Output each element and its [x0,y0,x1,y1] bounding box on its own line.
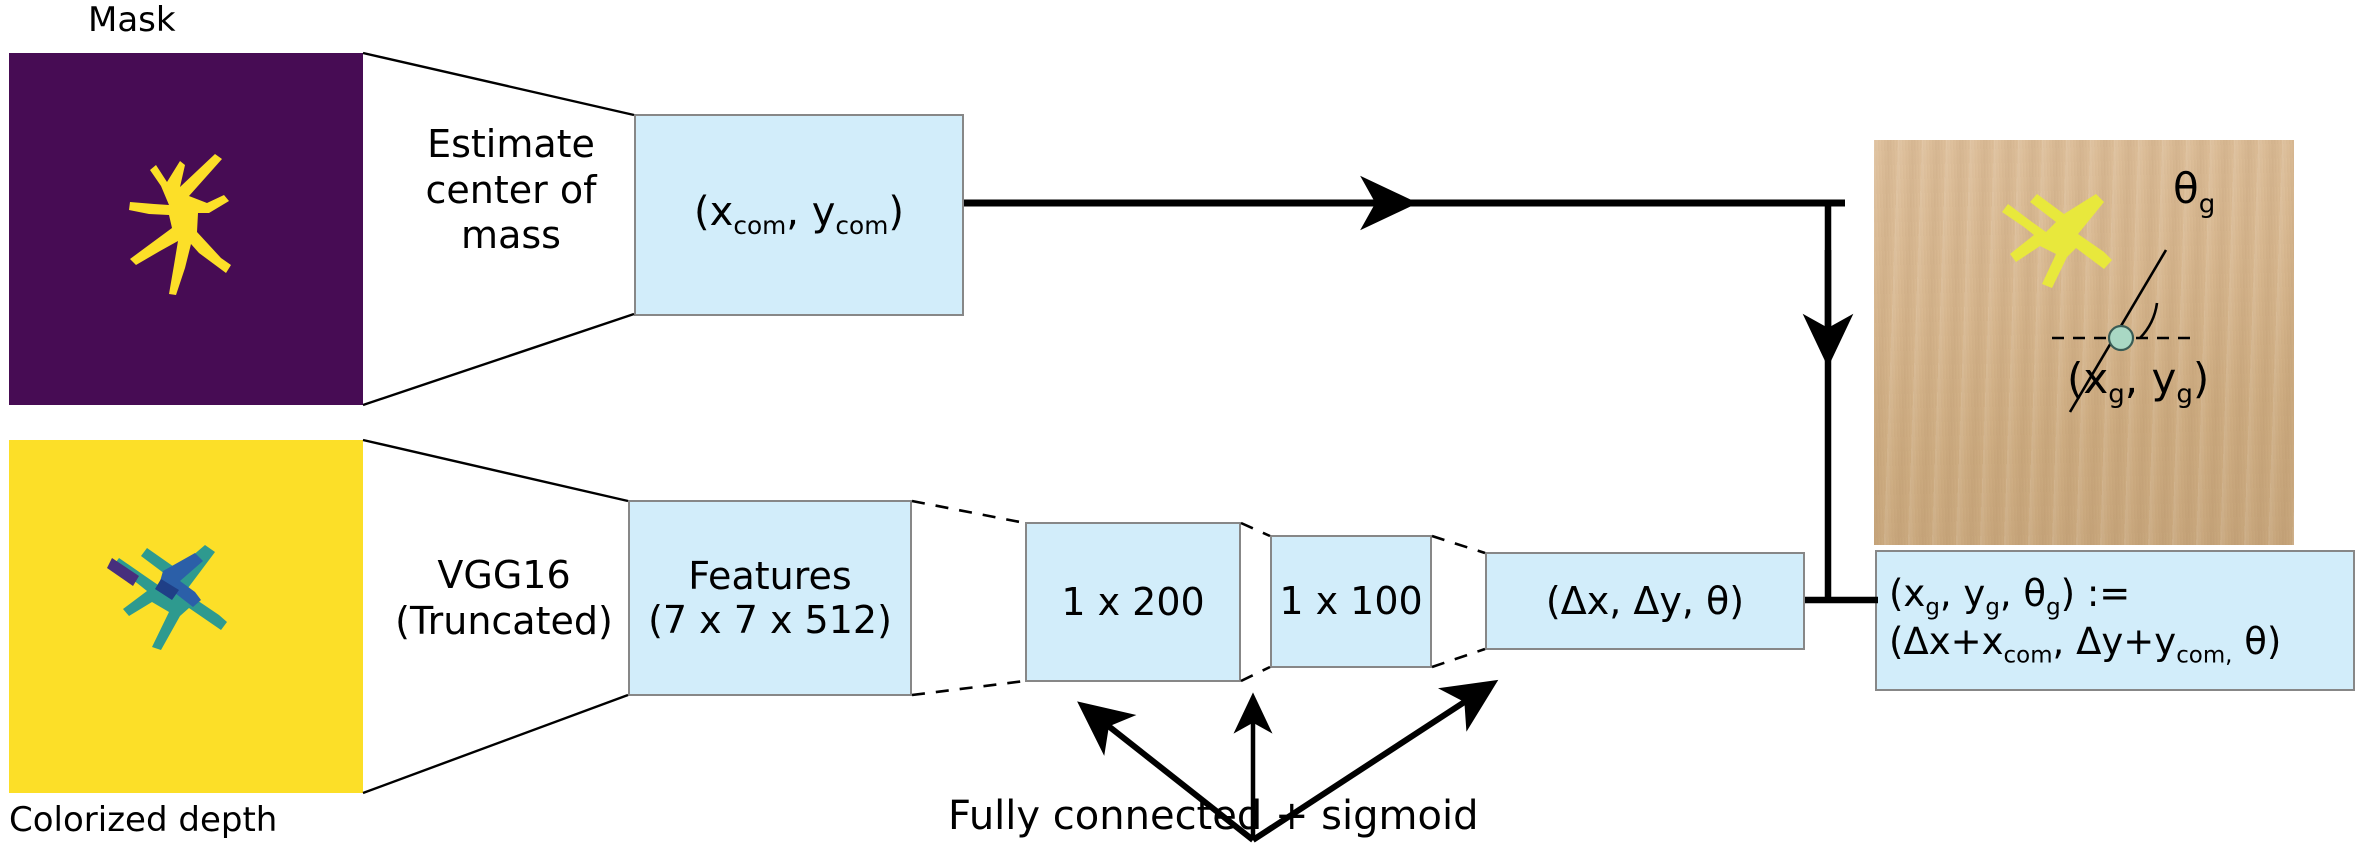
colorized-depth-image [9,440,363,793]
estimate-center-of-mass-label: Estimate center of mass [396,122,626,259]
goal-annotation-overlay [2002,194,2199,413]
center-of-mass-output-label: (xcom, ycom) [694,189,904,241]
mask-caption: Mask [88,0,176,40]
goal-scene-photo [1874,140,2294,545]
final-grasp-formula-label: (xg, yg, θg) := (Δx+xcom, Δy+ycom, θ) [1889,571,2282,668]
fc-funnel-100-to-output [1431,534,1486,669]
fc-funnel-200-to-100 [1240,521,1271,683]
network-output-box: (Δx, Δy, θ) [1485,552,1805,650]
mask-airplane-icon [129,154,231,295]
features-label: Features (7 x 7 x 512) [648,553,892,642]
fc-funnel-features-to-200 [911,499,1026,697]
mask-image [9,53,363,405]
vgg-line-1: VGG16 [437,553,571,597]
fully-connected-sigmoid-label: Fully connected + sigmoid [948,793,1479,839]
final-grasp-formula-box: (xg, yg, θg) := (Δx+xcom, Δy+ycom, θ) [1875,550,2355,691]
network-output-label: (Δx, Δy, θ) [1545,578,1745,623]
estimate-line-1: Estimate [427,122,595,166]
xg-yg-annotation-label: (xg, yg) [2067,354,2210,410]
vgg16-truncated-label: VGG16 (Truncated) [380,553,628,644]
depth-airplane-icon [107,545,227,650]
center-of-mass-output-box: (xcom, ycom) [634,114,964,316]
vgg-line-2: (Truncated) [395,598,613,643]
grasp-point-marker [2107,324,2135,352]
features-box: Features (7 x 7 x 512) [628,500,912,696]
fc-100-label: 1 x 100 [1279,579,1423,624]
fc-100-box: 1 x 100 [1270,535,1432,668]
fc-200-box: 1 x 200 [1025,522,1241,682]
depth-caption: Colorized depth [9,800,278,840]
estimate-line-3: mass [461,213,561,258]
goal-airplane-icon [2002,194,2112,288]
estimate-line-2: center of [425,167,597,212]
angle-arc [2139,302,2159,339]
theta-g-annotation-label: θg [2173,164,2216,220]
fc-200-label: 1 x 200 [1061,579,1205,624]
